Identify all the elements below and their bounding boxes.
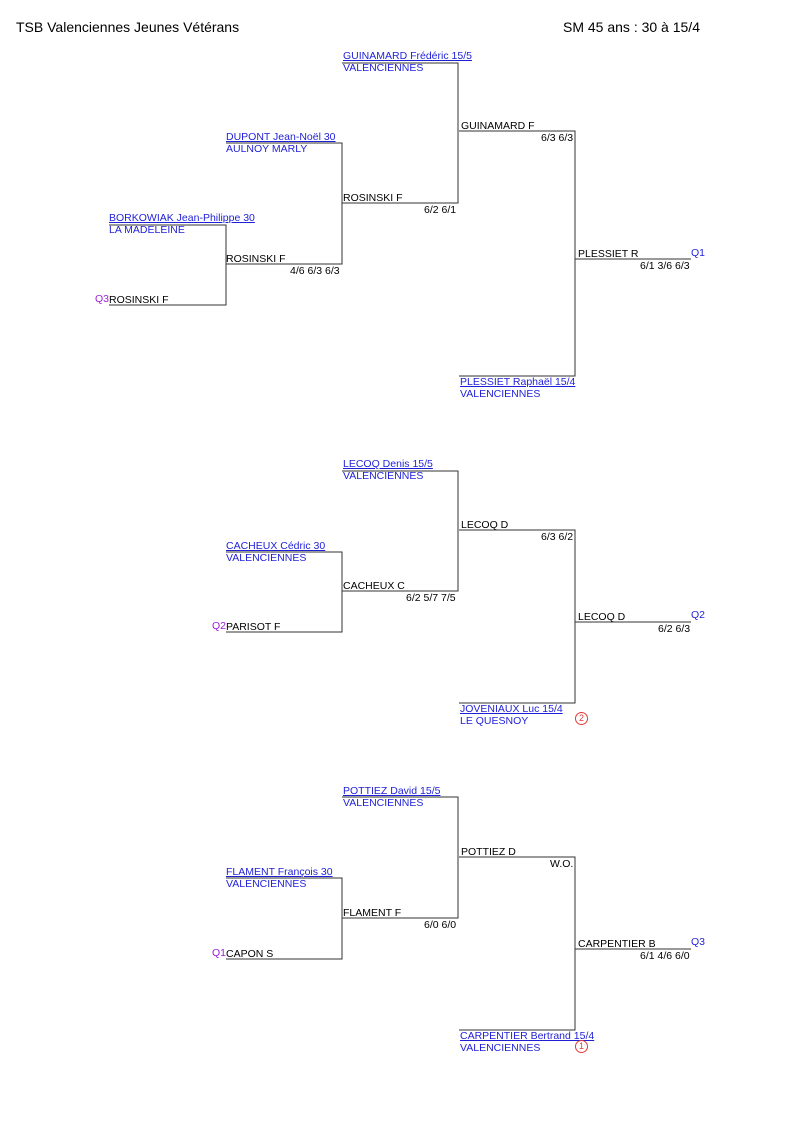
r2-winner-s2: LECOQ D: [461, 519, 509, 531]
qualified-tag-s2: Q2: [691, 609, 706, 621]
qualified-tag-s3: Q3: [691, 936, 706, 948]
player-plessiet-name[interactable]: PLESSIET Raphaël 15/4: [460, 376, 576, 388]
player-pottiez-name[interactable]: POTTIEZ David 15/5: [343, 785, 441, 797]
r2-score-s2: 6/3 6/2: [541, 531, 574, 543]
final-winner-s2: LECOQ D: [578, 611, 626, 623]
player-borkowiak-club: LA MADELEINE: [109, 224, 185, 236]
player-lecoq-name[interactable]: LECOQ Denis 15/5: [343, 458, 433, 470]
r3-score-s1: 6/3 6/3: [541, 132, 574, 144]
final-winner-s1: PLESSIET R: [578, 248, 639, 260]
player-joveniaux-name[interactable]: JOVENIAUX Luc 15/4: [460, 703, 563, 715]
player-carpentier-club: VALENCIENNES: [460, 1042, 541, 1054]
player-guinamard-name[interactable]: GUINAMARD Frédéric 15/5: [343, 50, 472, 62]
player-joveniaux-club: LE QUESNOY: [460, 715, 529, 727]
r1-score-s3: 6/0 6/0: [424, 919, 457, 931]
player-guinamard-club: VALENCIENNES: [343, 62, 424, 74]
qualifier-tag: Q2: [212, 620, 227, 632]
player-parisot[interactable]: PARISOT F: [226, 621, 281, 633]
r1-winner-s3: FLAMENT F: [343, 907, 402, 919]
final-score-s1: 6/1 3/6 6/3: [640, 260, 690, 272]
player-carpentier-name[interactable]: CARPENTIER Bertrand 15/4: [460, 1030, 595, 1042]
document-title: TSB Valenciennes Jeunes Vétérans: [16, 19, 240, 35]
r2-winner-s1: ROSINSKI F: [343, 192, 403, 204]
player-cacheux-name[interactable]: CACHEUX Cédric 30: [226, 540, 326, 552]
qualifier-tag: Q1: [212, 947, 227, 959]
final-winner-s3: CARPENTIER B: [578, 938, 656, 950]
final-score-s3: 6/1 4/6 6/0: [640, 950, 690, 962]
r1-score-s2: 6/2 5/7 7/5: [406, 592, 456, 604]
r1-winner-s1: ROSINSKI F: [226, 253, 286, 265]
seed-badge: 2: [575, 712, 588, 725]
qualifier-tag: Q3: [95, 293, 110, 305]
player-plessiet-club: VALENCIENNES: [460, 388, 541, 400]
category-title: SM 45 ans : 30 à 15/4: [563, 19, 700, 35]
player-flament-name[interactable]: FLAMENT François 30: [226, 866, 333, 878]
player-capon[interactable]: CAPON S: [226, 948, 274, 960]
player-dupont-club: AULNOY MARLY: [226, 143, 308, 155]
r2-score-s1: 6/2 6/1: [424, 204, 457, 216]
r2-winner-s3: POTTIEZ D: [461, 846, 516, 858]
player-borkowiak-name[interactable]: BORKOWIAK Jean-Philippe 30: [109, 212, 255, 224]
player-pottiez-club: VALENCIENNES: [343, 797, 424, 809]
qualified-tag-s1: Q1: [691, 247, 706, 259]
player-cacheux-club: VALENCIENNES: [226, 552, 307, 564]
seed-badge: 1: [575, 1040, 588, 1053]
r1-winner-s2: CACHEUX C: [343, 580, 405, 592]
player-lecoq-club: VALENCIENNES: [343, 470, 424, 482]
final-score-s2: 6/2 6/3: [658, 623, 691, 635]
player-dupont-name[interactable]: DUPONT Jean-Noël 30: [226, 131, 336, 143]
r2-score-s3: W.O.: [550, 858, 574, 870]
r1-score-s1: 4/6 6/3 6/3: [290, 265, 340, 277]
player-rosinski[interactable]: ROSINSKI F: [109, 294, 169, 306]
r3-winner-s1: GUINAMARD F: [461, 120, 535, 132]
player-flament-club: VALENCIENNES: [226, 878, 307, 890]
